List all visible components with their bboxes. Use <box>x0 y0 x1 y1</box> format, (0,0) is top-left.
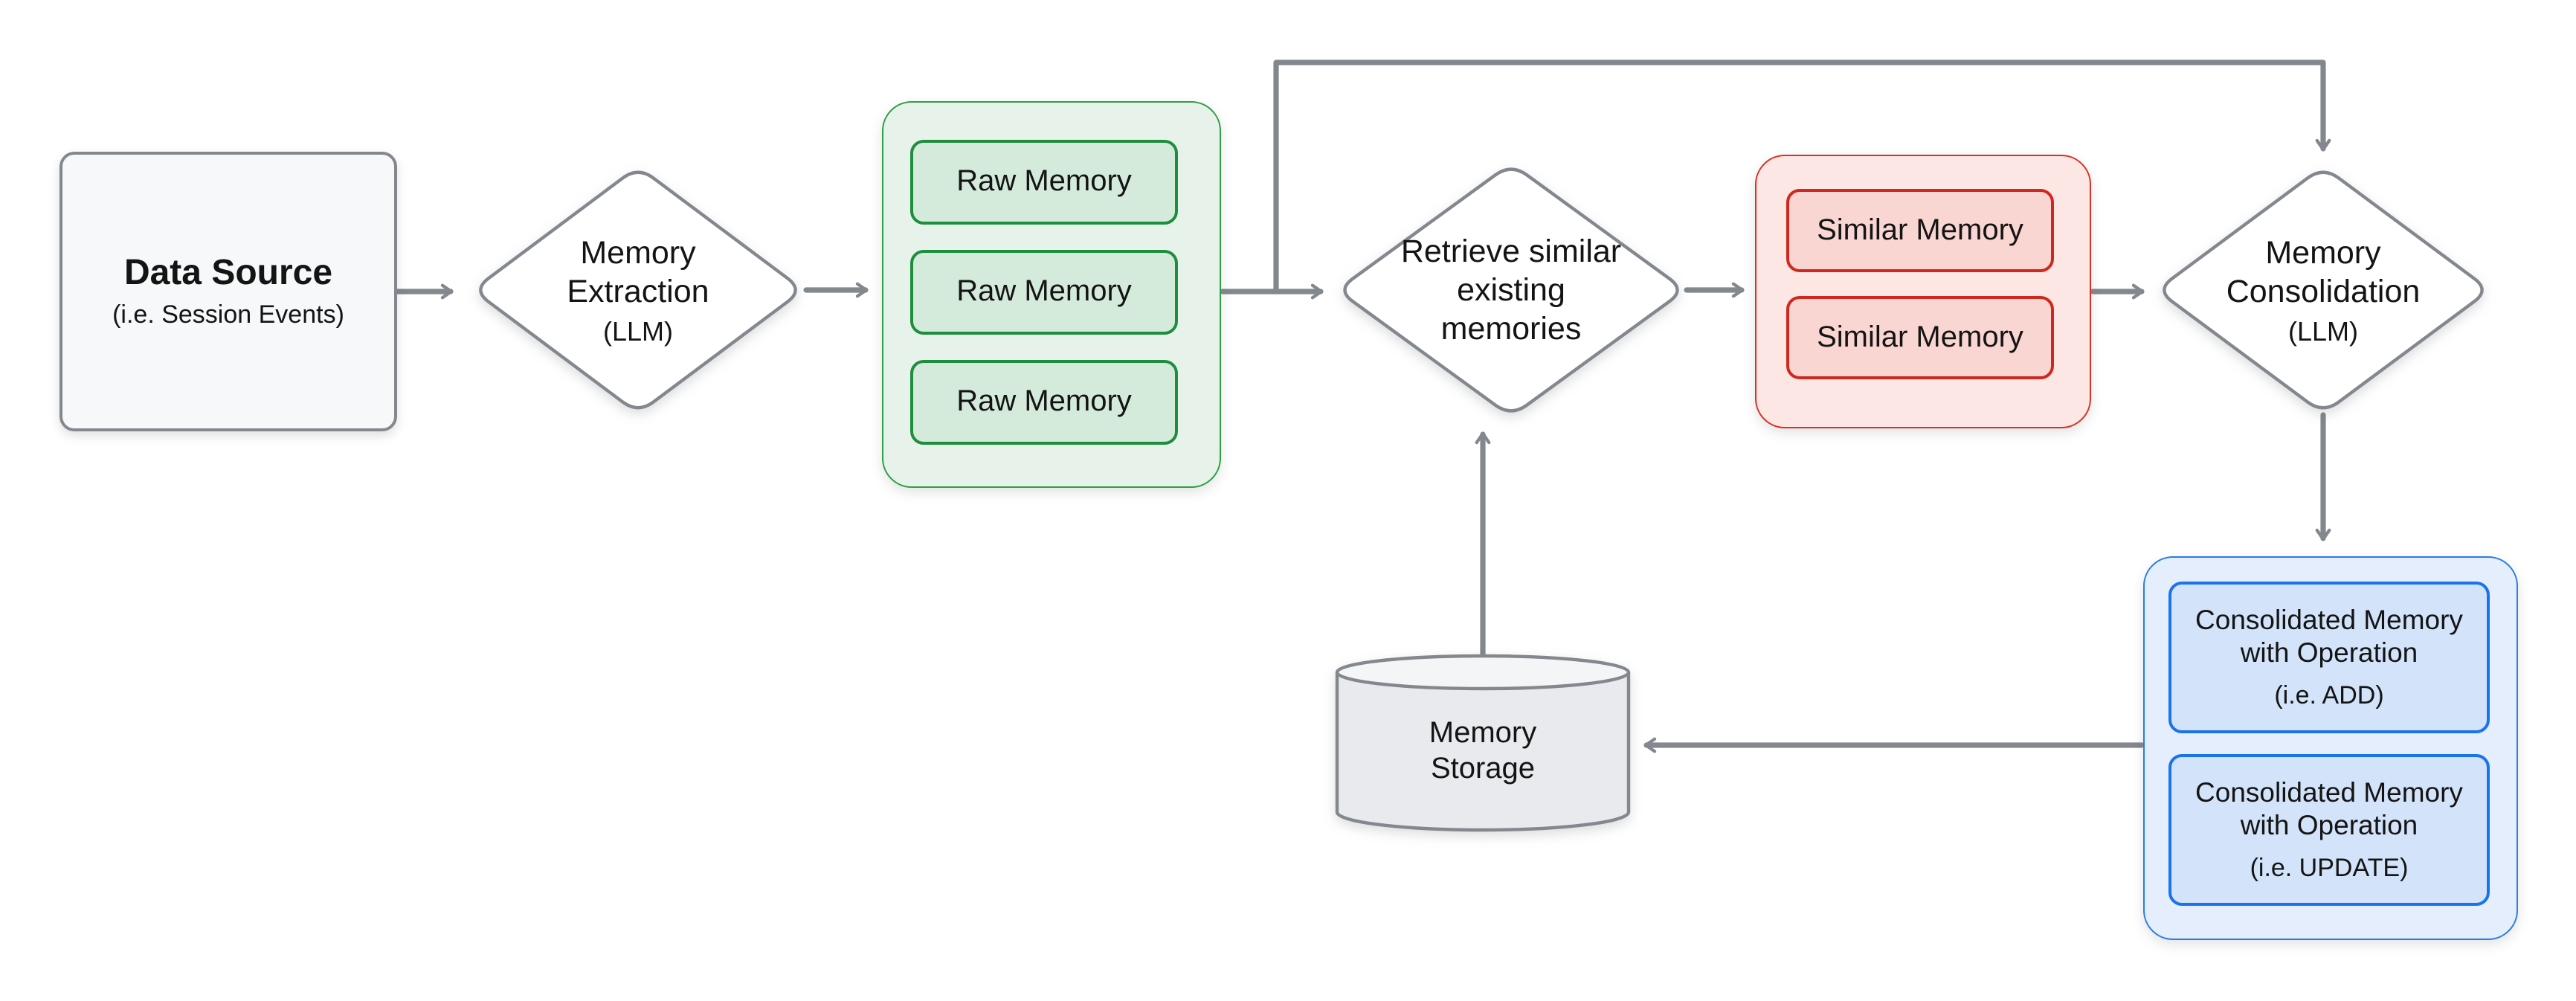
raw-memory-item: Raw Memory <box>910 140 1178 225</box>
raw-memory-item: Raw Memory <box>910 250 1178 335</box>
consolidated-memory-group: Consolidated Memory with Operation (i.e.… <box>2143 556 2518 940</box>
memory-extraction-line1: Memory <box>580 234 696 270</box>
memory-storage-label: Memory Storage <box>1364 711 1602 791</box>
memory-consolidation-label: Memory Consolidation (LLM) <box>2174 201 2472 379</box>
memory-storage-line2: Storage <box>1430 753 1536 785</box>
retrieve-line2: existing <box>1457 272 1565 308</box>
consolidated-update-line1: Consolidated Memory <box>2195 776 2463 807</box>
memory-extraction-llm-tag: (LLM) <box>602 316 673 346</box>
retrieve-line1: Retrieve similar <box>1400 234 1622 269</box>
consolidated-add-operation: (i.e. ADD) <box>2274 680 2384 709</box>
retrieve-similar-memories-diamond <box>1343 167 1679 413</box>
consolidated-memory-item-add: Consolidated Memory with Operation (i.e.… <box>2168 582 2490 733</box>
data-source-node: Data Source (i.e. Session Events) <box>59 152 397 431</box>
retrieve-similar-memories-label: Retrieve similar existing memories <box>1347 201 1675 379</box>
memory-extraction-line2: Extraction <box>567 273 709 309</box>
consolidated-memory-item-update: Consolidated Memory with Operation (i.e.… <box>2168 754 2490 906</box>
similar-memory-item: Similar Memory <box>1786 296 2054 379</box>
memory-consolidation-line2: Consolidation <box>2226 273 2421 309</box>
similar-memory-group: Similar Memory Similar Memory <box>1755 155 2091 428</box>
similar-memory-item: Similar Memory <box>1786 189 2054 272</box>
retrieve-line3: memories <box>1440 311 1582 347</box>
memory-consolidation-llm-tag: (LLM) <box>2287 316 2358 346</box>
data-source-title: Data Source <box>123 253 333 293</box>
arrow-bypass-to-consolidation <box>1273 59 2331 294</box>
raw-memory-item: Raw Memory <box>910 360 1178 445</box>
memory-consolidation-line1: Memory <box>2265 234 2381 270</box>
memory-consolidation-diamond <box>2163 170 2484 410</box>
memory-storage-cylinder <box>1335 654 1631 832</box>
consolidated-add-line1: Consolidated Memory <box>2195 603 2463 634</box>
consolidated-update-line2: with Operation <box>2240 808 2418 840</box>
raw-memory-group: Raw Memory Raw Memory Raw Memory <box>882 101 1221 488</box>
memory-storage-line1: Memory <box>1429 717 1537 750</box>
memory-extraction-diamond <box>479 170 797 410</box>
memory-extraction-label: Memory Extraction (LLM) <box>489 201 787 379</box>
consolidated-update-operation: (i.e. UPDATE) <box>2250 853 2409 881</box>
data-source-subtitle: (i.e. Session Events) <box>112 300 344 329</box>
consolidated-add-line2: with Operation <box>2240 636 2418 667</box>
